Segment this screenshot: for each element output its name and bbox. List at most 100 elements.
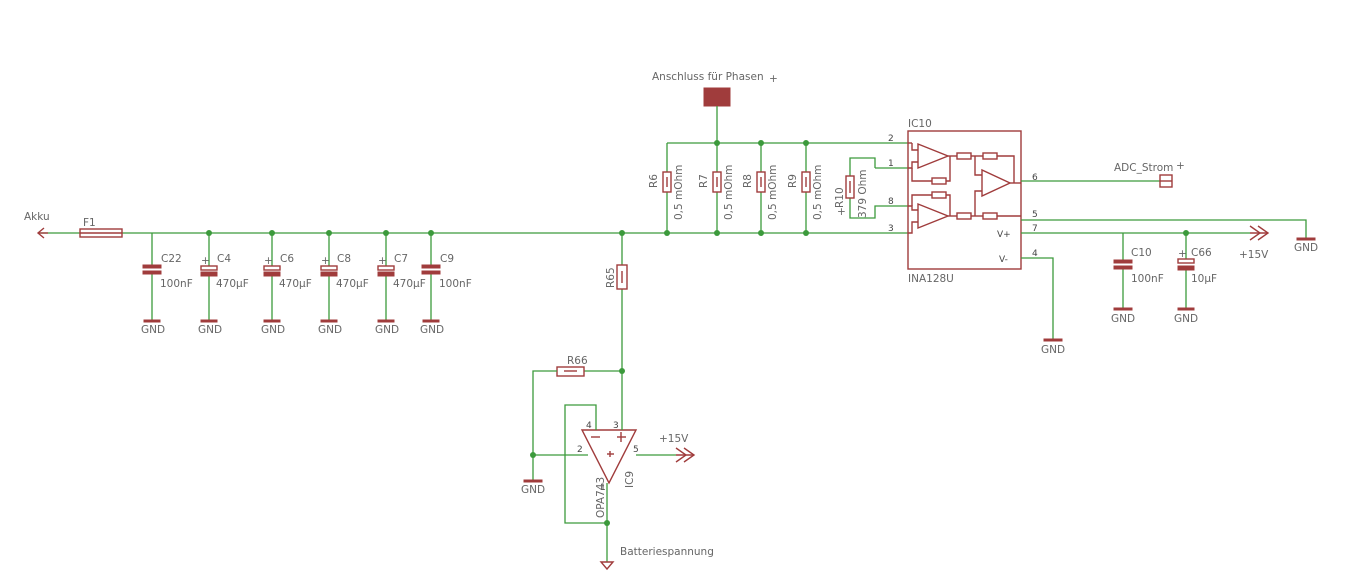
cap-value: 100nF <box>439 278 472 290</box>
cap-name: C9 <box>440 253 454 265</box>
akku-label: Akku <box>24 211 50 223</box>
ic9-name: IC9 <box>624 471 636 488</box>
ref-to-gnd: GND <box>1021 219 1318 254</box>
shunt-r7[interactable]: R7 0,5 mOhm <box>698 143 735 233</box>
shunt-name: R6 <box>648 174 660 188</box>
plus-sign: + <box>378 255 387 267</box>
akku-connector[interactable]: Akku <box>24 211 50 239</box>
ic9-part: OPA743 <box>595 477 607 518</box>
cap-c10[interactable]: C10 100nF GND <box>1111 233 1164 325</box>
gnd-label: GND <box>318 324 342 336</box>
r10-value: 379 Ohm <box>857 169 869 218</box>
pin-label: 5 <box>1032 210 1038 220</box>
cap-value: 100nF <box>160 278 193 290</box>
shunt-value: 0,5 mOhm <box>767 165 779 220</box>
cap-name: C7 <box>394 253 408 265</box>
pin-label: 3 <box>613 421 619 431</box>
shunt-value: 0,5 mOhm <box>723 165 735 220</box>
plus-sign: + <box>201 255 210 267</box>
batterie-output[interactable]: Batteriespannung <box>599 546 714 571</box>
shunt-name: R9 <box>787 174 799 188</box>
pin-label: 5 <box>633 445 639 455</box>
gnd-label: GND <box>521 484 545 496</box>
shunt-name: R8 <box>742 174 754 188</box>
fuse-label: F1 <box>83 217 96 229</box>
gnd-label: GND <box>141 324 165 336</box>
pin-label: 1 <box>600 483 606 493</box>
cap-name: C4 <box>217 253 231 265</box>
gnd-label: GND <box>1294 242 1318 254</box>
batterie-label: Batteriespannung <box>620 546 714 558</box>
shunt-r9[interactable]: R9 0,5 mOhm <box>787 143 824 233</box>
shunt-value: 0,5 mOhm <box>673 165 685 220</box>
plus-sign: + <box>837 206 846 218</box>
cap-c9[interactable]: C9 100nF GND <box>420 233 472 336</box>
r10-name: R10 <box>834 187 846 208</box>
pin-label: 4 <box>586 421 592 431</box>
cap-c66[interactable]: + C66 10µF GND <box>1174 233 1217 325</box>
shunt-name: R7 <box>698 174 710 188</box>
cap-value: 470µF <box>279 278 312 290</box>
pin-label: 7 <box>1032 224 1038 234</box>
pin-label: 6 <box>1032 173 1038 183</box>
resistor-r66[interactable]: R66 <box>532 355 622 480</box>
pin-label: 4 <box>1032 249 1038 259</box>
cap-name: C10 <box>1131 247 1152 259</box>
vminus-label: V- <box>999 255 1008 265</box>
plus-sign: + <box>769 73 778 85</box>
opamp-gnd: GND <box>521 479 545 496</box>
vminus-to-gnd: GND <box>1021 257 1065 356</box>
plus-sign: + <box>1178 248 1187 260</box>
gnd-label: GND <box>198 324 222 336</box>
top-rail <box>667 140 908 146</box>
gnd-label: GND <box>1111 313 1135 325</box>
gnd-label: GND <box>420 324 444 336</box>
cap-value: 100nF <box>1131 273 1164 285</box>
cap-name: C22 <box>161 253 182 265</box>
phase-connector[interactable]: Anschluss für Phasen + <box>652 71 778 143</box>
cap-c4[interactable]: + C4 470µF GND <box>198 233 249 336</box>
pin-label: 1 <box>888 159 894 169</box>
gnd-label: GND <box>1041 344 1065 356</box>
plus-sign: + <box>264 255 273 267</box>
shunt-r6[interactable]: R6 0,5 mOhm <box>648 143 685 233</box>
pin-label: 2 <box>888 134 894 144</box>
resistor-r10[interactable]: R10 379 Ohm + <box>834 157 908 219</box>
cap-name: C66 <box>1191 247 1212 259</box>
shunt-value: 0,5 mOhm <box>812 165 824 220</box>
cap-value: 470µF <box>393 278 426 290</box>
gnd-label: GND <box>375 324 399 336</box>
ic10-name: IC10 <box>908 118 932 130</box>
ic10-ina128u[interactable]: IC10 INA128U 2 1 8 3 6 5 7 4 V+ V- <box>888 118 1038 285</box>
cap-name: C6 <box>280 253 294 265</box>
pin-label: 8 <box>888 197 894 207</box>
resistor-r65[interactable]: R65 <box>605 233 628 420</box>
plus15-label: +15V <box>1239 249 1269 261</box>
r66-label: R66 <box>567 355 588 367</box>
gnd-label: GND <box>1174 313 1198 325</box>
cap-c7[interactable]: + C7 470µF GND <box>375 233 426 336</box>
fuse-f1[interactable]: F1 <box>79 217 123 238</box>
ic10-part: INA128U <box>908 273 954 285</box>
plus15-label: +15V <box>659 433 689 445</box>
plus-sign: + <box>321 255 330 267</box>
plus-sign: + <box>1176 160 1185 172</box>
pin-label: 3 <box>888 224 894 234</box>
cap-c22[interactable]: C22 100nF GND <box>141 233 193 336</box>
gnd-label: GND <box>261 324 285 336</box>
cap-value: 470µF <box>336 278 369 290</box>
adc-output[interactable]: ADC_Strom + <box>1021 160 1185 188</box>
vplus-label: V+ <box>997 230 1011 240</box>
adc-label: ADC_Strom <box>1114 162 1173 174</box>
cap-value: 10µF <box>1191 273 1217 285</box>
shunt-r8[interactable]: R8 0,5 mOhm <box>742 143 779 233</box>
ic9-opa743[interactable]: 4 3 2 5 1 IC9 OPA743 <box>530 404 639 562</box>
opamp-plus15[interactable]: +15V <box>636 433 696 463</box>
phase-label: Anschluss für Phasen <box>652 71 764 83</box>
cap-value: 470µF <box>216 278 249 290</box>
cap-c8[interactable]: + C8 470µF GND <box>318 233 369 336</box>
pin-label: 2 <box>577 445 583 455</box>
cap-name: C8 <box>337 253 351 265</box>
cap-c6[interactable]: + C6 470µF GND <box>261 233 312 336</box>
